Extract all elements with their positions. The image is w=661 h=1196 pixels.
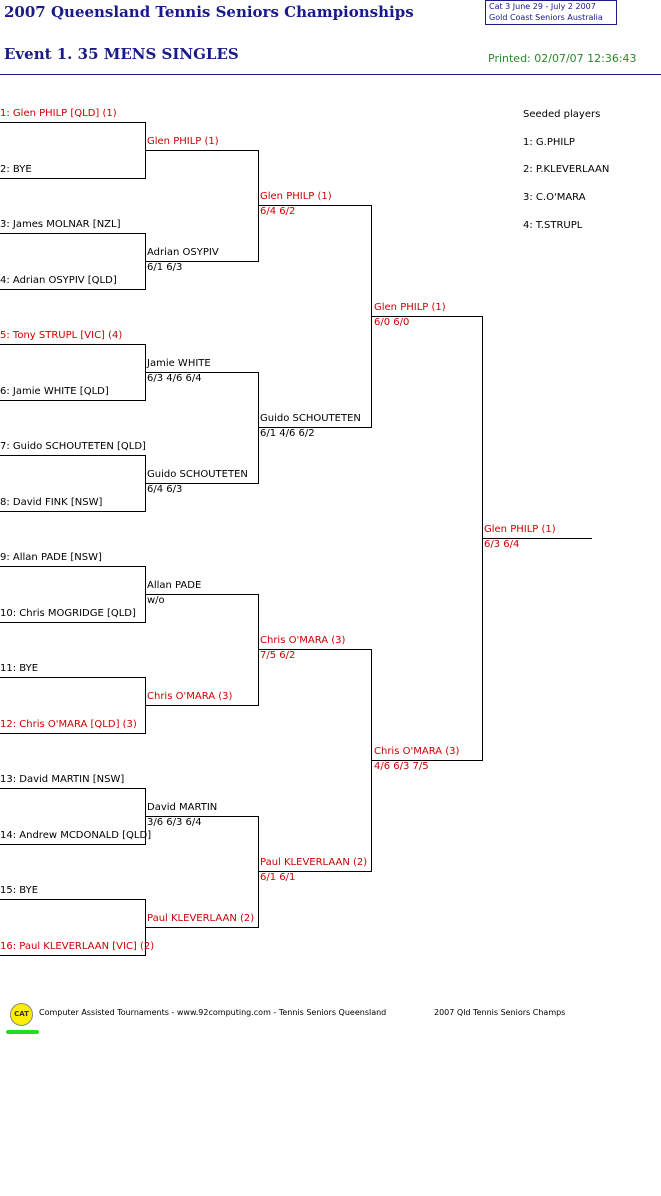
round1-player: 14: Andrew MCDONALD [QLD] bbox=[0, 830, 152, 841]
round2-score: w/o bbox=[147, 595, 165, 606]
round1-player: 7: Guido SCHOUTETEN [QLD] bbox=[0, 441, 146, 452]
round3-winner: Paul KLEVERLAAN (2) bbox=[260, 857, 368, 868]
footer-event: 2007 Qld Tennis Seniors Champs bbox=[434, 1008, 566, 1017]
footer-credit: Computer Assisted Tournaments - www.92co… bbox=[39, 1008, 387, 1017]
round2-score: 3/6 6/3 6/4 bbox=[147, 817, 202, 828]
round4-winner: Chris O'MARA (3) bbox=[374, 746, 460, 757]
round1-player: 10: Chris MOGRIDGE [QLD] bbox=[0, 608, 136, 619]
round1-player: 2: BYE bbox=[0, 164, 32, 175]
round1-player: 12: Chris O'MARA [QLD] (3) bbox=[0, 719, 137, 730]
round3-score: 7/5 6/2 bbox=[260, 650, 296, 661]
round2-winner: Paul KLEVERLAAN (2) bbox=[147, 913, 255, 924]
bracket-lines bbox=[0, 122, 592, 956]
seeded-player-3: 3: C.O'MARA bbox=[523, 192, 586, 203]
round4-score: 6/0 6/0 bbox=[374, 317, 410, 328]
round2-winner: David MARTIN bbox=[147, 802, 218, 813]
event-title: Event 1. 35 MENS SINGLES bbox=[4, 45, 239, 63]
round2-winner: Chris O'MARA (3) bbox=[147, 691, 233, 702]
round1-player: 9: Allan PADE [NSW] bbox=[0, 552, 102, 563]
seeded-heading: Seeded players bbox=[523, 109, 601, 120]
final-score: 6/3 6/4 bbox=[484, 539, 520, 550]
page-title: 2007 Queensland Tennis Seniors Champions… bbox=[4, 3, 414, 21]
category-box: Cat 3 June 29 - July 2 2007 Gold Coast S… bbox=[485, 0, 617, 25]
round1-player: 11: BYE bbox=[0, 663, 39, 674]
header-divider bbox=[0, 74, 661, 75]
round1-player: 8: David FINK [NSW] bbox=[0, 497, 103, 508]
round1-player: 15: BYE bbox=[0, 885, 39, 896]
round3-winner: Guido SCHOUTETEN bbox=[260, 413, 361, 424]
cat-logo-underline bbox=[6, 1030, 39, 1034]
round2-score: 6/1 6/3 bbox=[147, 262, 183, 273]
round3-score: 6/1 6/1 bbox=[260, 872, 296, 883]
round3-score: 6/1 4/6 6/2 bbox=[260, 428, 315, 439]
cat-logo: CAT bbox=[10, 1003, 33, 1026]
round1-player: 3: James MOLNAR [NZL] bbox=[0, 219, 121, 230]
round1-player: 16: Paul KLEVERLAAN [VIC] (2) bbox=[0, 941, 155, 952]
round1-player: 6: Jamie WHITE [QLD] bbox=[0, 386, 109, 397]
round3-winner: Chris O'MARA (3) bbox=[260, 635, 346, 646]
category-line-1: Cat 3 June 29 - July 2 2007 bbox=[489, 2, 596, 11]
champion-name: Glen PHILP (1) bbox=[484, 524, 556, 535]
round1-player: 1: Glen PHILP [QLD] (1) bbox=[0, 108, 117, 119]
round2-winner: Guido SCHOUTETEN bbox=[147, 469, 248, 480]
round2-winner: Jamie WHITE bbox=[147, 358, 211, 369]
round2-winner: Allan PADE bbox=[147, 580, 202, 591]
printed-timestamp: Printed: 02/07/07 12:36:43 bbox=[488, 52, 637, 65]
round3-score: 6/4 6/2 bbox=[260, 206, 296, 217]
seeded-player-1: 1: G.PHILP bbox=[523, 137, 575, 148]
round2-winner: Glen PHILP (1) bbox=[147, 136, 219, 147]
round3-winner: Glen PHILP (1) bbox=[260, 191, 332, 202]
seeded-player-4: 4: T.STRUPL bbox=[523, 220, 583, 231]
seeded-player-2: 2: P.KLEVERLAAN bbox=[523, 164, 610, 175]
round4-winner: Glen PHILP (1) bbox=[374, 302, 446, 313]
round2-winner: Adrian OSYPIV bbox=[147, 247, 219, 258]
round2-score: 6/3 4/6 6/4 bbox=[147, 373, 202, 384]
round1-player: 5: Tony STRUPL [VIC] (4) bbox=[0, 330, 123, 341]
round4-score: 4/6 6/3 7/5 bbox=[374, 761, 429, 772]
round2-score: 6/4 6/3 bbox=[147, 484, 183, 495]
round1-player: 13: David MARTIN [NSW] bbox=[0, 774, 125, 785]
round1-player: 4: Adrian OSYPIV [QLD] bbox=[0, 275, 117, 286]
category-line-2: Gold Coast Seniors Australia bbox=[489, 13, 603, 22]
